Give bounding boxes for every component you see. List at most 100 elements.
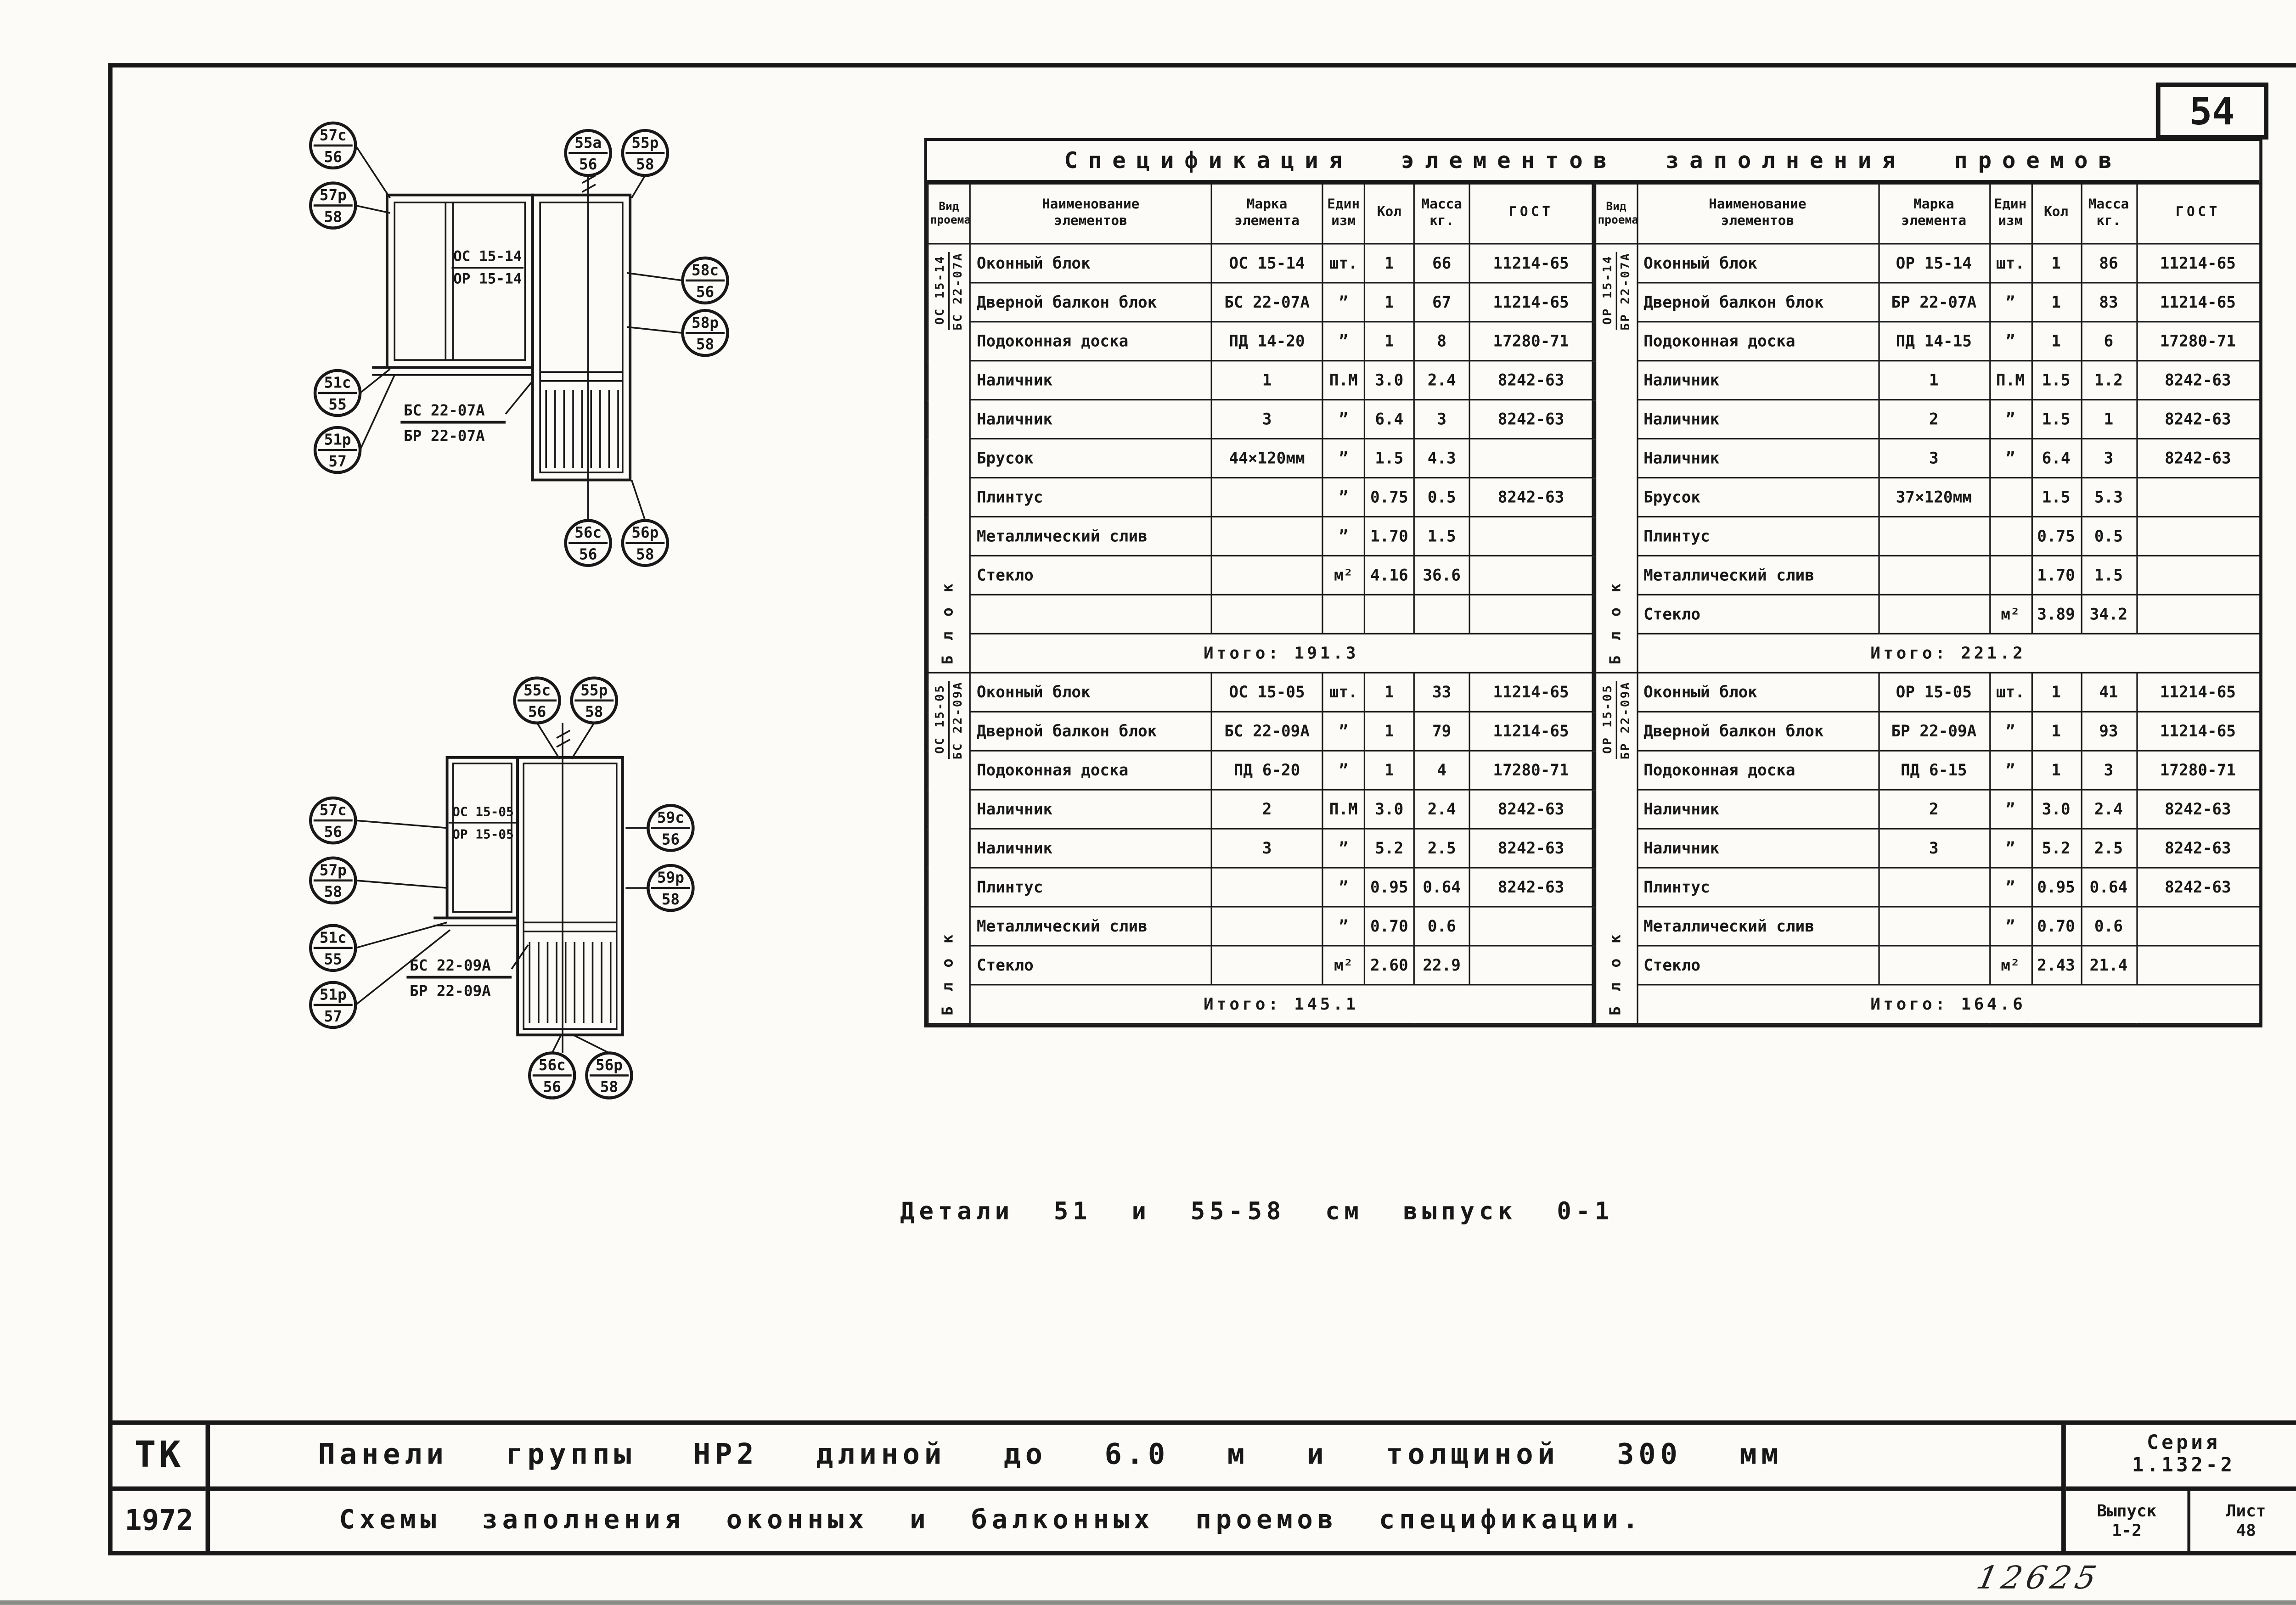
spec-cell: 2 [1210, 789, 1323, 830]
col-header-gost: ГОСТ [1469, 183, 1593, 245]
spec-cell: 11214-65 [2135, 282, 2260, 323]
spec-cell: шт. [1322, 672, 1366, 713]
title-block-right-column: Серия 1.132-2 Выпуск 1-2 Лист 48 [2061, 1425, 2296, 1551]
block-label: Блок [940, 920, 957, 1016]
col-header-opening-type: Вид проема [927, 183, 971, 245]
spec-cell: 3 [1210, 828, 1323, 869]
spec-cell: Брусок [1636, 477, 1880, 518]
spec-cell: ” [1322, 828, 1366, 869]
spec-cell: 3 [1210, 399, 1323, 440]
page-number: 54 [2155, 82, 2268, 140]
col-header-mass: Масса кг. [1413, 183, 1470, 245]
spec-cell [2135, 945, 2260, 986]
spec-cell: Дверной балкон блок [969, 282, 1212, 323]
spec-cell: ” [1988, 789, 2032, 830]
callout-bottom-label: 56 [324, 148, 342, 166]
spec-cell: Стекло [1636, 945, 1880, 986]
spec-cell: Плинтус [1636, 867, 1880, 908]
spec-cell: 17280-71 [1469, 750, 1593, 791]
spec-cell [1210, 555, 1323, 596]
spec-cell [1469, 555, 1593, 596]
spec-cell [1322, 594, 1366, 634]
spec-cell: 3 [1413, 399, 1470, 440]
spec-cell: 11214-65 [2135, 243, 2260, 284]
spec-cell [1877, 945, 1990, 986]
spec-cell: 0.95 [2031, 867, 2082, 908]
spec-cell: 1 [2031, 672, 2082, 713]
spec-cell [1988, 516, 2032, 557]
spec-cell: ОР 15-05 [1877, 672, 1990, 713]
spec-cell: 8242-63 [2135, 828, 2260, 869]
opening-mark: ОР 15-05 [1600, 685, 1614, 755]
spec-table-right-half: Вид проема Наименование элементов Марка … [1593, 183, 2260, 1025]
spec-cell: 0.5 [1413, 477, 1470, 518]
spec-cell: 4 [1413, 750, 1470, 791]
spec-cell: 1.70 [2031, 555, 2082, 596]
details-note: Детали 51 и 55-58 см выпуск 0-1 [900, 1197, 1614, 1226]
spec-cell: 67 [1413, 282, 1470, 323]
title-block-left-column: ТК 1972 [113, 1425, 210, 1551]
opening-mark: БС 22-09А [951, 680, 965, 759]
col-header-unit: Един изм [1988, 183, 2032, 245]
spec-cell: 8242-63 [1469, 867, 1593, 908]
spec-cell: ” [1322, 282, 1366, 323]
spec-cell: 8242-63 [1469, 360, 1593, 401]
spec-cell: 2.4 [1413, 360, 1470, 401]
elevation-drawing-top: ОС 15-14 ОР 15-14 БС 22-07А БР 22-07А 57… [309, 121, 729, 567]
callout-bottom-label: 58 [696, 336, 714, 353]
spec-cell [1210, 906, 1323, 947]
spec-cell: БС 22-09А [1210, 711, 1323, 752]
spec-cell: 1.5 [2031, 477, 2082, 518]
spec-cell: 11214-65 [1469, 243, 1593, 284]
spec-cell [1363, 594, 1415, 634]
spec-cell: 1 [1363, 321, 1415, 362]
spec-cell [1877, 555, 1990, 596]
spec-cell: 1.5 [2031, 399, 2082, 440]
spec-cell: Плинтус [969, 477, 1212, 518]
spec-cell: 3 [2080, 438, 2137, 479]
spec-cell: Стекло [969, 555, 1212, 596]
col-header-gost: ГОСТ [2135, 183, 2260, 245]
spec-cell: Металлический слив [969, 516, 1212, 557]
door-mark-top: БС 22-07А [404, 402, 485, 419]
spec-cell: 66 [1413, 243, 1470, 284]
spec-cell: ОС 15-05 [1210, 672, 1323, 713]
spec-cell: 4.3 [1413, 438, 1470, 479]
spec-cell: 8242-63 [2135, 399, 2260, 440]
col-header-element-name: Наименование элементов [1636, 183, 1880, 245]
spec-cell: 0.6 [1413, 906, 1470, 947]
spec-cell: ПД 14-20 [1210, 321, 1323, 362]
spec-cell: ” [1988, 282, 2032, 323]
door-mark-bottom: БР 22-09А [410, 982, 491, 999]
spec-cell: Металлический слив [1636, 555, 1880, 596]
spec-cell: 17280-71 [2135, 321, 2260, 362]
spec-cell: 2.4 [2080, 789, 2137, 830]
drawing-labels: ОС 15-05 ОР 15-05 БС 22-09А БР 22-09А [406, 804, 519, 999]
spec-cell: ” [1322, 516, 1366, 557]
spec-cell: ” [1988, 867, 2032, 908]
spec-cell: 8242-63 [1469, 399, 1593, 440]
spec-cell: 41 [2080, 672, 2137, 713]
spec-cell: ” [1988, 828, 2032, 869]
spec-cell: 8242-63 [2135, 438, 2260, 479]
spec-cell: Стекло [969, 945, 1212, 986]
spec-cell: 79 [1413, 711, 1470, 752]
callout-top-label: 59с [657, 809, 684, 826]
spec-cell: ” [1988, 438, 2032, 479]
